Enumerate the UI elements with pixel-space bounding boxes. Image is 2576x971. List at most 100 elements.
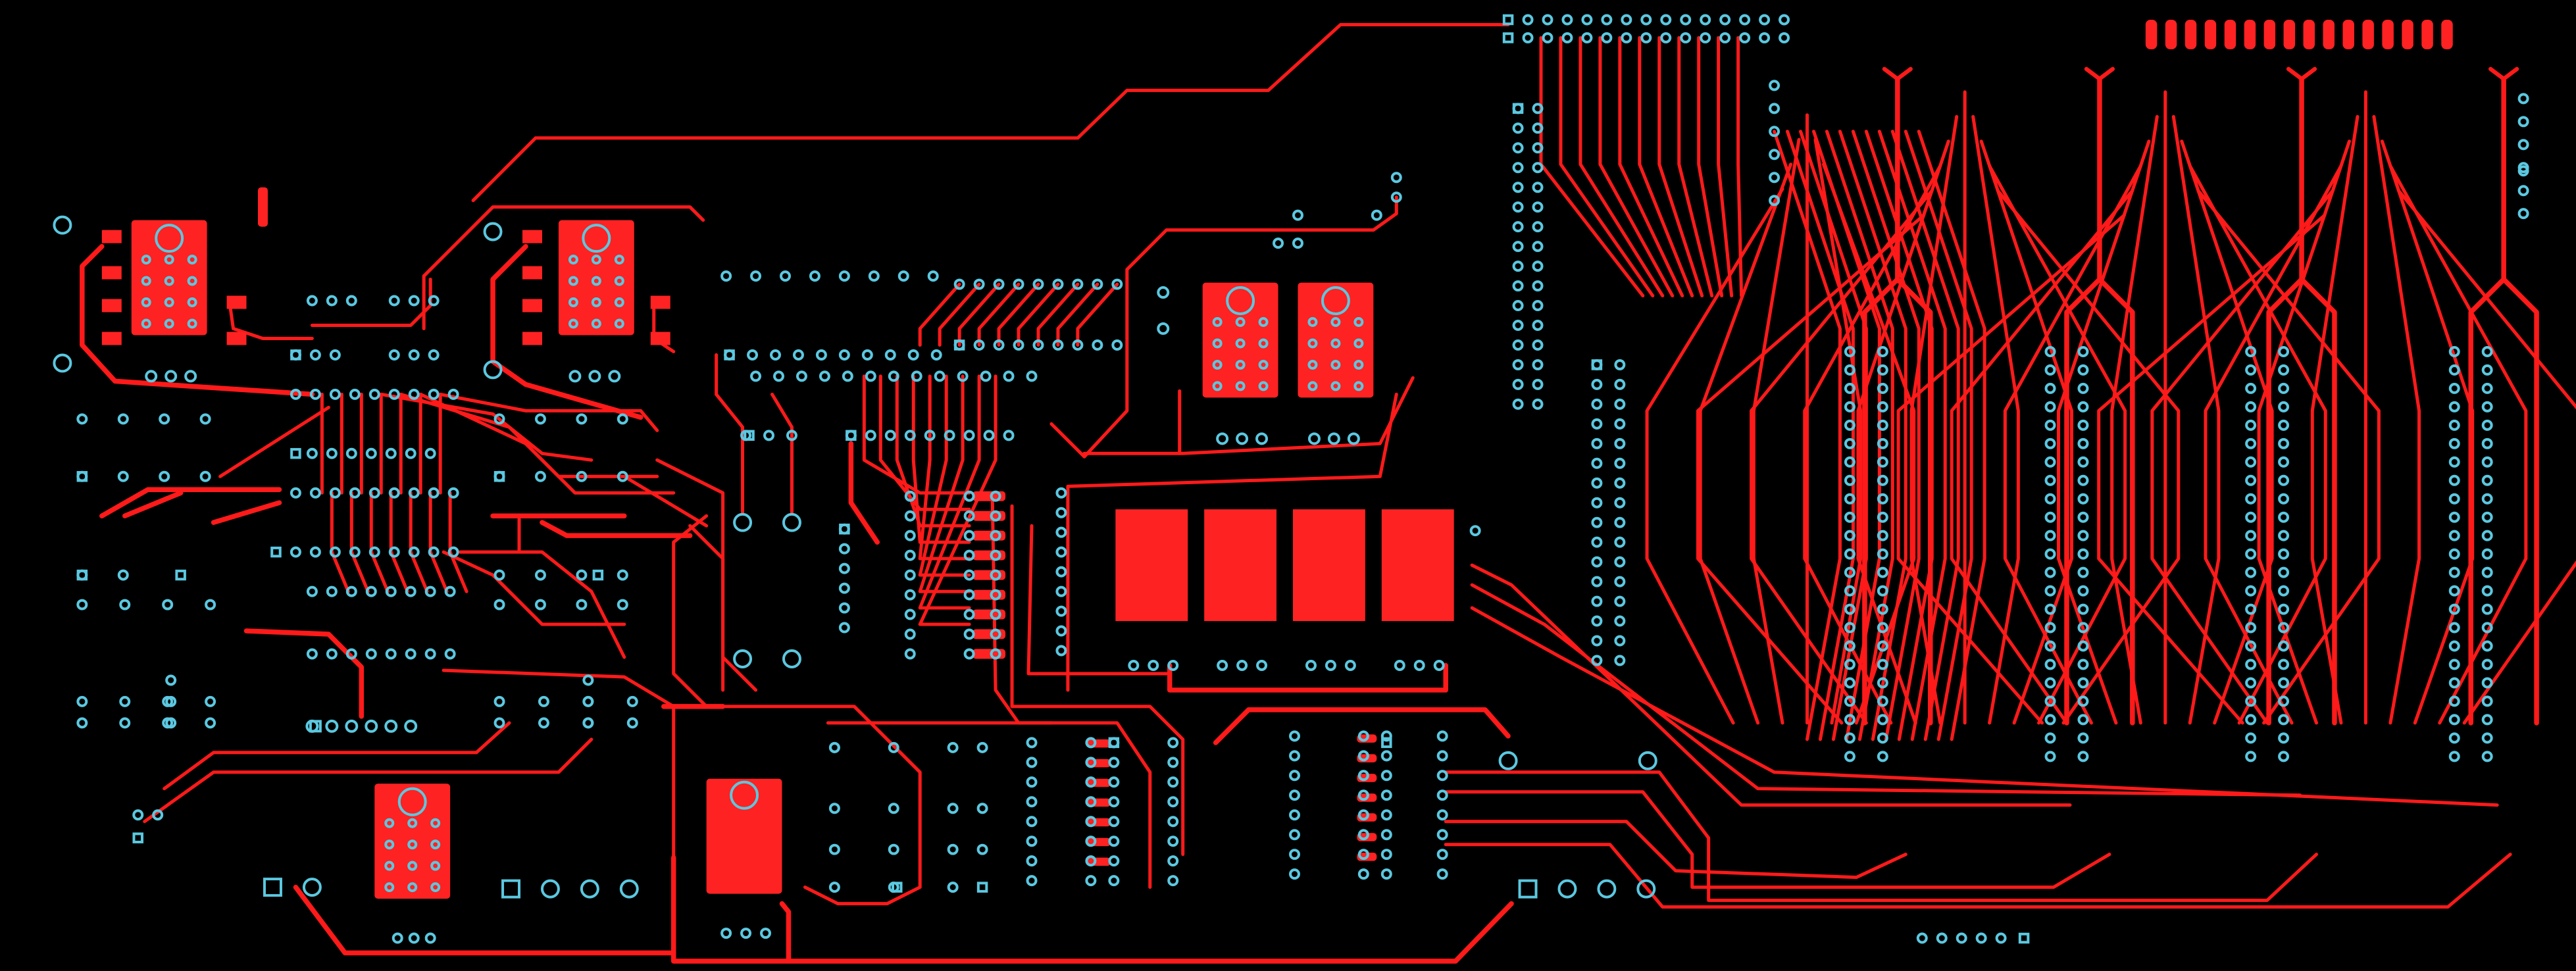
- via-539: [1614, 576, 1626, 587]
- via-684: [2278, 659, 2290, 670]
- component-mount-hole-1: [155, 224, 184, 253]
- via-472: [1640, 32, 1652, 43]
- via-399: [1236, 432, 1249, 445]
- via-693: [2448, 401, 2460, 412]
- smd-pad-12: [522, 299, 542, 312]
- trace-22: [218, 405, 330, 478]
- via-673: [2278, 456, 2290, 468]
- via-381: [1235, 359, 1246, 370]
- via-687: [2278, 714, 2290, 726]
- trace-92: [1677, 36, 1714, 298]
- via-27: [430, 818, 441, 828]
- via-230: [934, 370, 946, 382]
- via-332: [1167, 737, 1179, 749]
- trace-83: [1444, 820, 1907, 880]
- via-725: [2481, 566, 2493, 578]
- via-125: [117, 569, 129, 581]
- trace-90: [1638, 36, 1694, 298]
- trace-73: [1167, 662, 1448, 693]
- via-202: [973, 339, 985, 351]
- via-467: [1542, 32, 1553, 43]
- component-mount-hole-2: [582, 224, 611, 253]
- trace-29: [143, 737, 593, 824]
- via-417: [1055, 585, 1067, 597]
- via-135: [534, 470, 546, 482]
- via-625: [2077, 419, 2089, 431]
- via-352: [1357, 809, 1369, 821]
- trace-77: [1213, 707, 1511, 745]
- smd-pad-7: [101, 332, 122, 345]
- via-710: [2448, 714, 2460, 726]
- via-187: [809, 270, 821, 282]
- via-345: [1288, 829, 1300, 841]
- via-136: [576, 470, 588, 482]
- via-232: [980, 370, 992, 382]
- smd-pad-55: [2303, 19, 2315, 49]
- component-mount-hole-5: [1226, 286, 1255, 316]
- via-727: [2481, 603, 2493, 615]
- via-199: [1092, 278, 1103, 290]
- via-657: [2245, 585, 2257, 597]
- via-500: [1532, 182, 1544, 193]
- via-169: [326, 648, 338, 660]
- via-1: [141, 255, 151, 265]
- via-644: [2245, 345, 2257, 357]
- via-205: [1032, 339, 1044, 351]
- via-177: [152, 809, 164, 821]
- via-546: [1769, 80, 1780, 91]
- trace-42: [918, 282, 961, 347]
- via-460: [1700, 14, 1711, 26]
- via-626: [2077, 437, 2089, 449]
- via-723: [2481, 530, 2493, 541]
- via-287: [720, 928, 732, 939]
- via-55: [329, 388, 341, 400]
- via-729: [2481, 640, 2493, 652]
- via-46: [608, 370, 621, 383]
- via-690: [2448, 345, 2460, 357]
- trace-93: [1697, 36, 1724, 298]
- via-422: [1148, 659, 1159, 671]
- via-392: [1307, 359, 1318, 370]
- via-416: [1055, 566, 1067, 578]
- via-368: [1436, 809, 1448, 821]
- via-119: [205, 717, 216, 729]
- via-360: [1380, 809, 1392, 821]
- via-711: [2448, 732, 2460, 744]
- square-pad-372: [1108, 737, 1120, 749]
- via-36: [430, 882, 441, 893]
- via-146: [493, 717, 505, 729]
- via-389: [1307, 338, 1318, 349]
- via-77: [408, 546, 420, 558]
- via-732: [2481, 695, 2493, 707]
- trace-136: [2064, 76, 2102, 726]
- square-pad-307: [892, 882, 903, 893]
- via-274: [990, 490, 1001, 502]
- via-204: [1013, 339, 1024, 351]
- via-225: [819, 370, 830, 382]
- via-493: [1512, 359, 1524, 370]
- via-516: [1591, 437, 1603, 449]
- square-pad-449: [2018, 932, 2030, 944]
- via-212: [747, 349, 759, 361]
- via-296: [947, 803, 959, 814]
- trace-108: [2003, 164, 2142, 725]
- via-227: [865, 370, 876, 382]
- via-383: [1212, 381, 1223, 391]
- via-514: [1591, 398, 1603, 410]
- via-607: [2044, 511, 2056, 523]
- via-170: [345, 648, 357, 660]
- via-583: [1877, 493, 1888, 505]
- via-132: [576, 413, 588, 425]
- smd-pad-57: [2342, 19, 2354, 49]
- via-630: [2077, 511, 2089, 523]
- via-394: [1353, 359, 1364, 370]
- via-174: [424, 648, 436, 660]
- via-685: [2278, 677, 2290, 689]
- via-217: [861, 349, 873, 361]
- via-141: [617, 569, 628, 581]
- via-7: [141, 297, 151, 308]
- smd-pad-58: [2362, 19, 2374, 49]
- via-489: [1512, 280, 1524, 292]
- via-431: [1413, 659, 1425, 671]
- trace-146: [1799, 130, 1868, 741]
